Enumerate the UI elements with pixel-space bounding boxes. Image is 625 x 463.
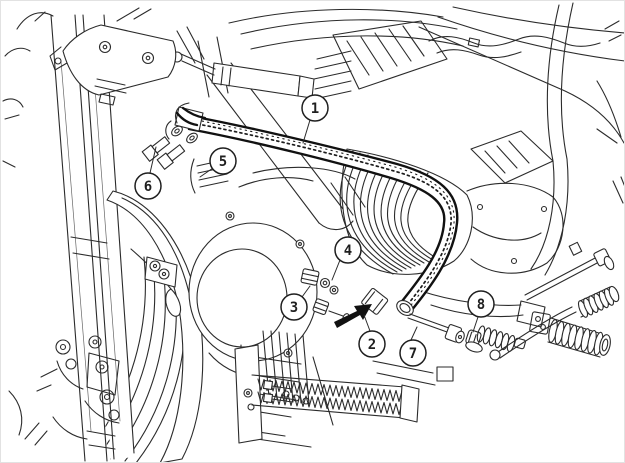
callout-7-label: 7 bbox=[409, 346, 417, 362]
callout-5-label: 5 bbox=[219, 154, 227, 170]
front-fender bbox=[106, 190, 204, 462]
callout-8: 8 bbox=[467, 290, 495, 333]
callout-1: 1 bbox=[301, 94, 329, 144]
callout-5: 5 bbox=[199, 147, 237, 178]
engine-cases bbox=[238, 166, 366, 216]
alternator-cover bbox=[188, 211, 318, 378]
left-cylinder bbox=[313, 20, 448, 99]
callout-7: 7 bbox=[399, 326, 427, 367]
long-bolt bbox=[407, 313, 465, 344]
guard-front-mount bbox=[165, 102, 207, 140]
engine-guard-bar bbox=[165, 102, 459, 316]
callout-4: 4 bbox=[331, 236, 362, 281]
callout-6: 6 bbox=[134, 146, 162, 200]
callouts: 1 2 3 4 5 6 7 bbox=[134, 94, 495, 367]
front-fork bbox=[50, 14, 135, 462]
callout-3-label: 3 bbox=[290, 300, 298, 316]
frame-and-tank-lines bbox=[228, 2, 624, 276]
callout-2-label: 2 bbox=[368, 337, 376, 353]
triple-clamp bbox=[49, 7, 205, 106]
callout-4-label: 4 bbox=[344, 243, 352, 259]
footpegs-levers bbox=[489, 241, 620, 361]
brake-caliper bbox=[8, 335, 120, 446]
callout-6-label: 6 bbox=[144, 179, 152, 195]
oil-cooler bbox=[234, 344, 420, 444]
mount-bolt-b bbox=[156, 144, 186, 170]
callout-1-label: 1 bbox=[311, 101, 319, 117]
hardware bbox=[141, 125, 526, 353]
callout-3: 3 bbox=[280, 285, 311, 321]
callout-8-label: 8 bbox=[477, 297, 485, 313]
direction-arrow bbox=[334, 304, 372, 328]
screw-and-washers bbox=[300, 268, 339, 295]
corner-scribbles bbox=[2, 11, 54, 168]
callout-2: 2 bbox=[358, 314, 386, 358]
